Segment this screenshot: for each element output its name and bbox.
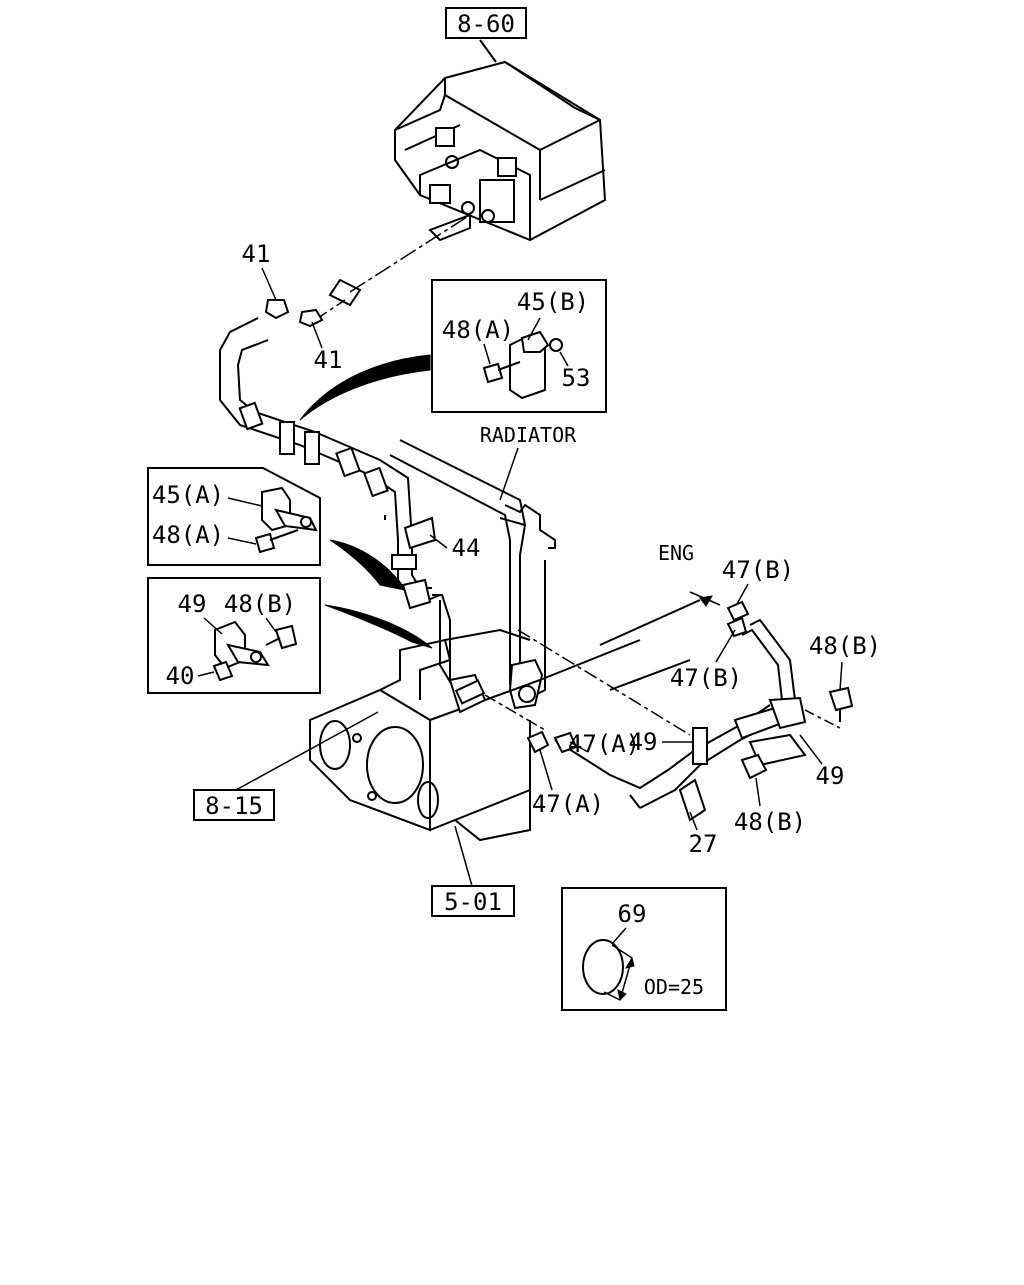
hvac-unit (394, 39, 607, 242)
callout-44: 44 (452, 534, 481, 562)
callout-47a-top: 47(A) (568, 730, 640, 758)
callout-47b-bottom: 47(B) (670, 664, 742, 692)
inset-clamp-45b: 45(B) 48(A) 53 (431, 279, 607, 413)
ref-5-01-label: 5-01 (444, 888, 502, 916)
ref-box-5-01[interactable]: 5-01 (431, 885, 515, 917)
inset-a-45a: 45(A) (152, 481, 224, 509)
upper-pipe-assembly (219, 214, 471, 701)
inset-b-40: 40 (166, 662, 195, 690)
inset-top-53: 53 (562, 364, 591, 392)
callout-48b-right: 48(B) (809, 632, 881, 660)
callout-41-upper: 41 (242, 240, 271, 268)
inset-b-49: 49 (178, 590, 207, 618)
inset-top-48a: 48(A) (442, 316, 514, 344)
inset-bottom-od: OD=25 (644, 975, 704, 999)
frame-crossmember (309, 599, 701, 842)
callout-41-lower: 41 (314, 346, 343, 374)
lower-pipe-assembly (448, 591, 854, 822)
callout-47a-bottom: 47(A) (532, 790, 604, 818)
inset-clamp-49: 49 48(B) 40 (147, 577, 321, 694)
inset-top-45b: 45(B) (517, 288, 589, 316)
inset-clamp-45a: 45(A) 48(A) (147, 467, 321, 566)
ref-8-60-label: 8-60 (457, 10, 515, 38)
callout-49-mid: 49 (629, 728, 658, 756)
callout-47b-top: 47(B) (722, 556, 794, 584)
callout-27: 27 (689, 830, 718, 858)
label-radiator: RADIATOR (480, 423, 577, 447)
callout-49-right: 49 (816, 762, 845, 790)
radiator (384, 439, 556, 710)
inset-arrows (299, 354, 433, 649)
label-eng: ENG (658, 541, 694, 565)
callout-48b-bottom: 48(B) (734, 808, 806, 836)
inset-grommet-69: 69 OD=25 (561, 887, 727, 1011)
ref-box-8-15[interactable]: 8-15 (193, 789, 275, 821)
inset-a-48a: 48(A) (152, 521, 224, 549)
ref-8-15-label: 8-15 (205, 792, 263, 820)
inset-bottom-69: 69 (618, 900, 647, 928)
ref-box-8-60[interactable]: 8-60 (445, 7, 527, 39)
inset-b-48b: 48(B) (224, 590, 296, 618)
